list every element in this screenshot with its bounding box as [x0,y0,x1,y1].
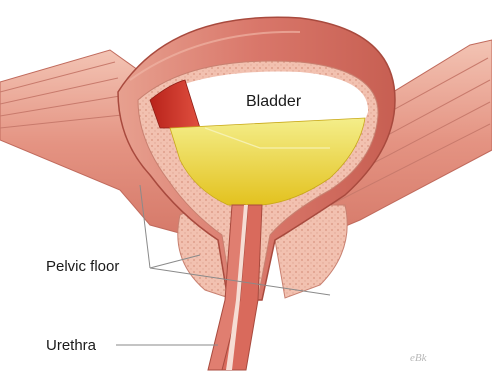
pelvic-floor-label: Pelvic floor [46,258,119,275]
urethra-label: Urethra [46,337,96,354]
artist-credit: eBk [410,352,426,364]
bladder-label: Bladder [246,93,301,111]
